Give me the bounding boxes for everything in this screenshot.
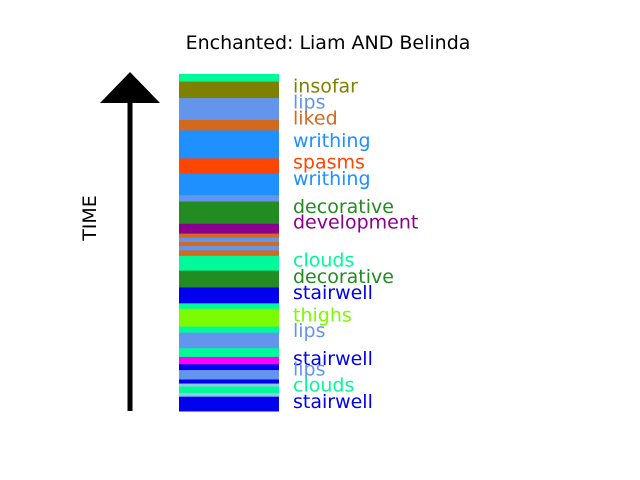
word-labels: insofarlipslikedwrithingspasmswrithingde… [293,75,418,412]
segment-4 [179,378,279,384]
segment-15 [179,255,279,271]
segment-17 [179,245,279,251]
segment-26 [179,129,279,159]
word-label-6: decorative [293,196,394,218]
segment-25 [179,157,279,174]
word-label-13: stairwell [293,348,373,370]
word-label-7: development [293,211,418,233]
segment-27 [179,119,279,131]
segment-16 [179,249,279,256]
segment-11 [179,308,279,327]
segment-28 [179,97,279,120]
segment-30 [179,74,279,82]
word-label-11: thighs [293,305,352,327]
word-label-16: stairwell [293,391,373,413]
segment-13 [179,286,279,304]
segment-18 [179,241,279,247]
word-label-8: clouds [293,249,354,271]
word-label-9: decorative [293,266,394,288]
word-label-4: spasms [293,151,365,173]
word-label-15: clouds [293,375,354,397]
chart-title: Enchanted: Liam AND Belinda [186,32,471,54]
segment-5 [179,369,279,380]
word-label-2: liked [293,107,338,129]
segment-2 [179,386,279,393]
word-label-5: writhing [293,168,371,190]
word-label-12: lips [293,320,326,342]
time-arrow-head [100,72,160,103]
segment-23 [179,194,279,202]
segment-24 [179,173,279,196]
segment-6 [179,363,279,371]
time-axis-label: TIME [79,195,101,242]
word-label-10: stairwell [293,282,373,304]
segment-8 [179,347,279,357]
segment-29 [179,81,279,99]
time-arrow [100,72,160,411]
segment-21 [179,223,279,234]
segment-9 [179,332,279,349]
segment-0 [179,396,279,412]
segment-20 [179,233,279,238]
word-label-3: writhing [293,130,371,152]
word-label-0: insofar [293,75,358,97]
word-label-1: lips [293,92,326,114]
segment-19 [179,237,279,242]
segment-14 [179,270,279,288]
word-label-14: lips [293,359,326,381]
segment-10 [179,326,279,333]
segment-12 [179,302,279,309]
segments [179,74,279,412]
segment-22 [179,201,279,224]
segment-3 [179,383,279,387]
segment-7 [179,356,279,365]
segment-1 [179,392,279,397]
